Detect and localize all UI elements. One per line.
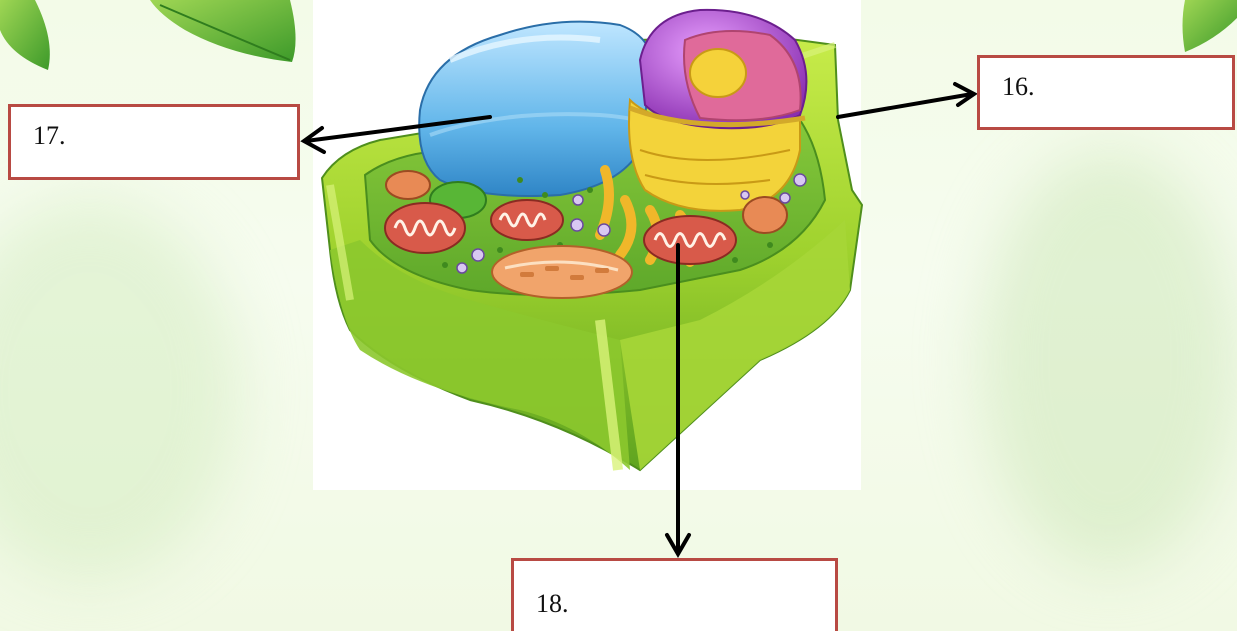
nucleus (630, 10, 806, 128)
label-16-text: 16. (1002, 72, 1035, 101)
nucleolus (690, 49, 746, 97)
leaf-decoration-top-right (1183, 0, 1237, 52)
label-18-text: 18. (536, 589, 569, 618)
chloroplast-large (492, 246, 632, 298)
leaf-decoration-top-left (0, 0, 296, 70)
label-17-text: 17. (33, 121, 66, 150)
label-box-16[interactable]: 16. (977, 55, 1235, 130)
label-box-17[interactable]: 17. (8, 104, 300, 180)
label-box-18[interactable]: 18. (511, 558, 838, 631)
